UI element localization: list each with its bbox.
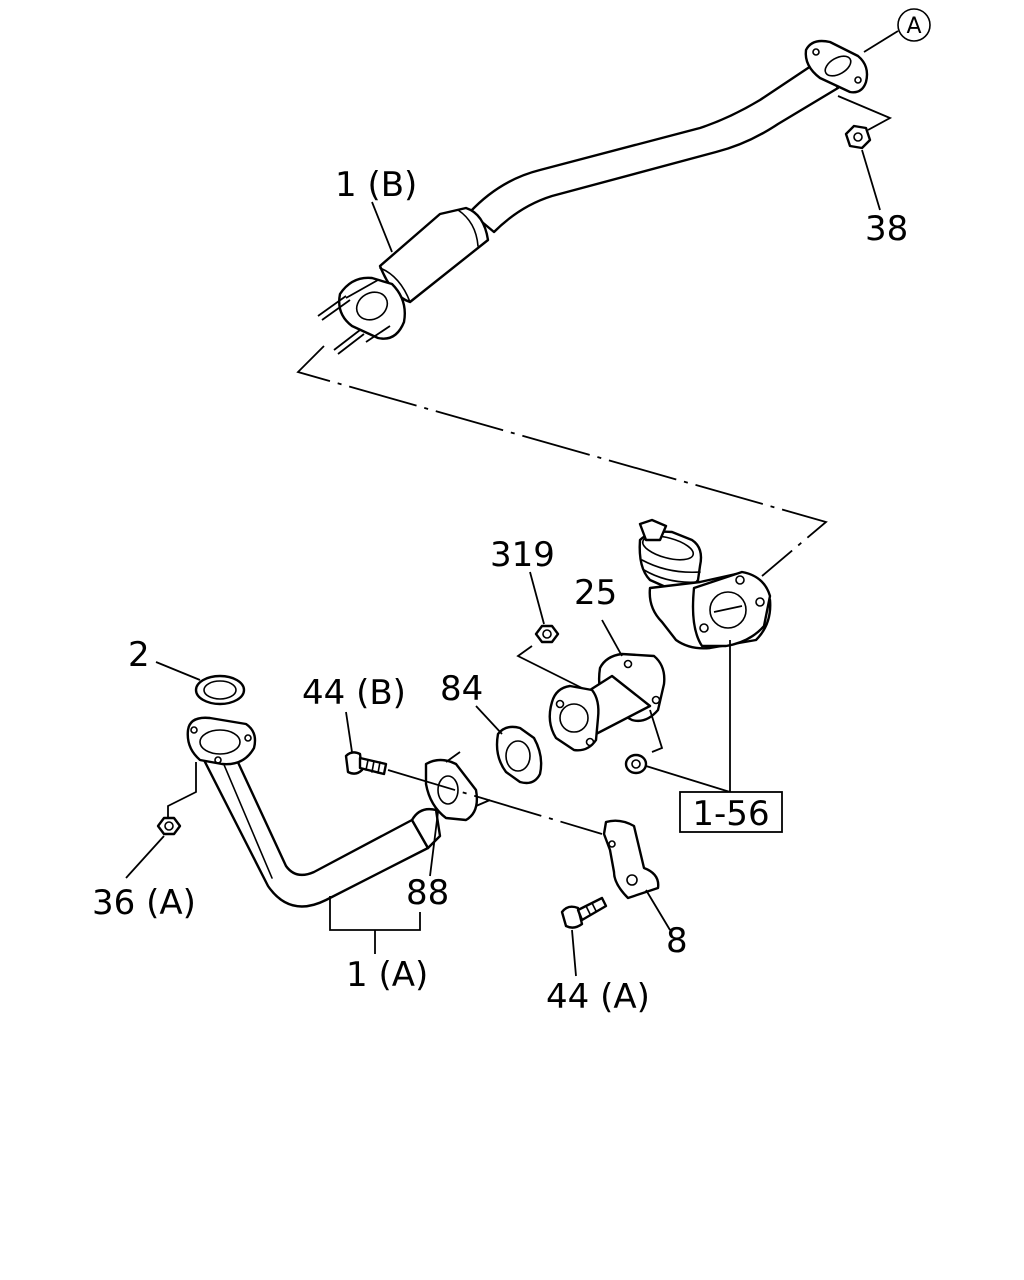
pipe-1a-assembly	[186, 716, 491, 908]
pipe-1b-end-flange	[804, 39, 869, 94]
pipe-1b-assembly	[317, 39, 869, 355]
gasket-2	[155, 661, 246, 706]
ref-1-56: 1-56	[645, 640, 783, 834]
reference-a-marker: A	[863, 8, 931, 53]
bolt-44b	[344, 711, 388, 776]
callout-88: 88	[406, 873, 449, 913]
pipe-1a-tube	[202, 756, 430, 908]
nut-1-56	[624, 753, 648, 775]
connection-line-44b-to-bracket	[387, 769, 603, 835]
bracket-8	[602, 819, 671, 931]
pipe-1b-front-flange	[338, 276, 406, 340]
callout-36a: 36 (A)	[92, 883, 196, 923]
reference-a-label: A	[906, 14, 921, 39]
pipe-1b-tube	[468, 58, 840, 234]
pipe-25	[548, 619, 666, 753]
callout-2: 2	[128, 635, 150, 675]
callout-1b: 1 (B)	[335, 165, 417, 205]
gasket-84	[475, 705, 543, 785]
callout-38: 38	[865, 209, 908, 249]
callout-1a: 1 (A)	[346, 955, 428, 995]
callout-44a: 44 (A)	[546, 977, 650, 1017]
bolt-44a	[560, 896, 608, 977]
connection-line-1b-to-throttle	[296, 345, 828, 577]
nut-319	[516, 571, 587, 691]
callout-319: 319	[490, 535, 555, 575]
nut-36a	[125, 762, 197, 879]
exhaust-brake-unit	[638, 518, 772, 650]
callout-8: 8	[666, 921, 688, 961]
callout-25: 25	[574, 573, 617, 613]
catalytic-converter	[378, 206, 490, 304]
callout-44b: 44 (B)	[302, 673, 406, 713]
callout-84: 84	[440, 669, 483, 709]
nut-38	[837, 95, 893, 211]
callout-1-56: 1-56	[692, 794, 769, 834]
